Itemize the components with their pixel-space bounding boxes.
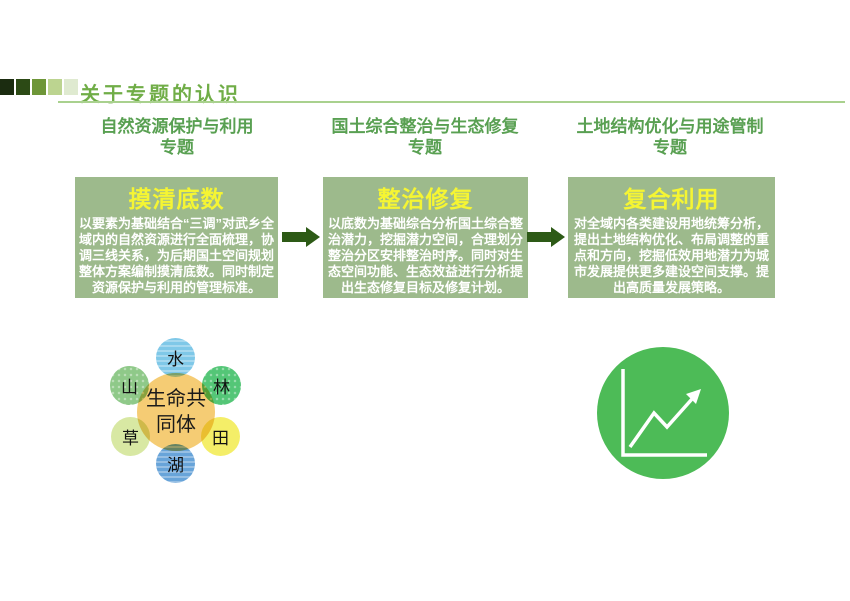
petal-water: 水 [156, 338, 195, 377]
decoration-square [64, 79, 78, 95]
growth-chart-badge [597, 347, 729, 479]
life-community-diagram: 生命共同体 水 林 田 湖 草 山 [106, 336, 246, 486]
column-heading-line2: 专题 [653, 138, 687, 157]
petal-lake: 湖 [156, 444, 195, 483]
petal-field: 田 [201, 417, 240, 456]
decoration-square [48, 79, 62, 95]
topic-box-survey: 摸清底数 以要素为基础结合“三调”对武乡全域内的自然资源进行全面梳理，协调三线关… [75, 177, 278, 298]
arrow-right-icon [282, 227, 320, 247]
diagram-center-label: 生命共同体 [146, 388, 206, 436]
box-body: 以底数为基础综合分析国土综合整治潜力，挖掘潜力空间，合理划分整治分区安排整治时序… [327, 216, 523, 295]
arrow-right-icon [527, 227, 565, 247]
box-title: 复合利用 [623, 186, 720, 212]
box-title: 摸清底数 [128, 186, 225, 212]
line-chart-up-icon [621, 369, 707, 457]
page-title: 关于专题的认识 [80, 84, 241, 106]
decoration-square [16, 79, 30, 95]
topic-box-remediation: 整治修复 以底数为基础综合分析国土综合整治潜力，挖掘潜力空间，合理划分整治分区安… [323, 177, 528, 298]
column-heading-line2: 专题 [408, 138, 442, 157]
decoration-square [0, 79, 14, 95]
column-heading-line2: 专题 [160, 138, 194, 157]
box-title: 整治修复 [377, 186, 474, 212]
topic-box-composite-use: 复合利用 对全域内各类建设用地统筹分析，提出土地结构优化、布局调整的重点和方向，… [568, 177, 775, 298]
column-heading-natural-resources: 自然资源保护与利用 专题 [72, 116, 282, 158]
column-heading-land-remediation: 国土综合整治与生态修复 专题 [315, 116, 535, 158]
header-underline [58, 101, 845, 103]
column-heading-line1: 自然资源保护与利用 [100, 117, 254, 136]
column-heading-line1: 国土综合整治与生态修复 [331, 117, 519, 136]
petal-forest: 林 [202, 366, 241, 405]
column-heading-land-structure: 土地结构优化与用途管制 专题 [560, 116, 780, 158]
box-body: 对全域内各类建设用地统筹分析，提出土地结构优化、布局调整的重点和方向，挖掘低效用… [573, 216, 769, 295]
box-body: 以要素为基础结合“三调”对武乡全域内的自然资源进行全面梳理，协调三线关系，为后期… [79, 216, 275, 295]
decoration-square [32, 79, 46, 95]
petal-grass: 草 [111, 417, 150, 456]
petal-mountain: 山 [110, 366, 149, 405]
column-heading-line1: 土地结构优化与用途管制 [576, 117, 764, 136]
